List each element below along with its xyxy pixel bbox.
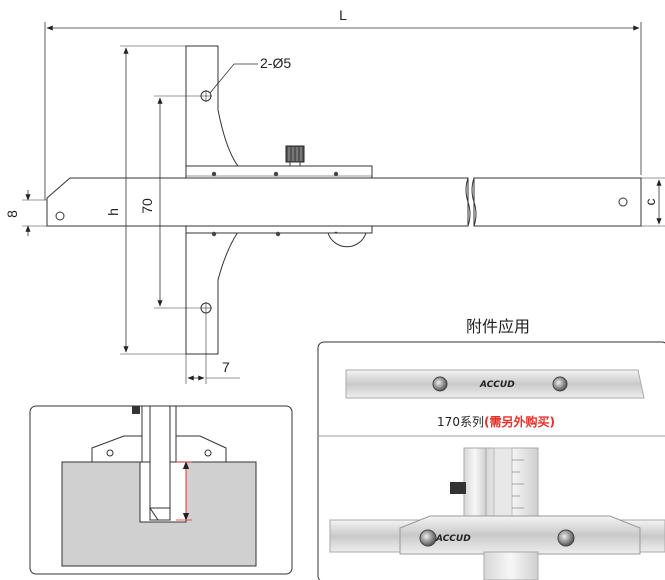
spacing-label: 70 xyxy=(139,198,155,214)
technical-drawing xyxy=(22,22,665,384)
bar-screw-right xyxy=(552,376,568,392)
application-photo: ACCUD xyxy=(329,447,665,580)
accessory-note-close: ) xyxy=(549,415,554,429)
offset-label: c xyxy=(642,199,658,206)
base-width-label: 7 xyxy=(222,359,230,375)
accessory-caption: 170系列(需另外购买) xyxy=(437,414,555,429)
accessory-note-open: ( xyxy=(484,415,489,429)
photo-thumb-screw xyxy=(450,482,466,494)
accessory-part-number: 170系列 xyxy=(437,415,484,429)
usage-illustration xyxy=(29,405,293,575)
beam-height-label: 8 xyxy=(4,210,20,218)
bar-screw-left xyxy=(432,376,448,392)
photo-logo: ACCUD xyxy=(435,534,471,544)
accessory-note: 需另外购买 xyxy=(489,414,549,429)
accessory-logo: ACCUD xyxy=(479,380,515,390)
accessory-heading: 附件应用 xyxy=(466,317,530,336)
lock-knob xyxy=(327,232,367,248)
beam-hole-left xyxy=(55,211,65,221)
gauge-head-lower xyxy=(185,231,239,355)
depth-label: h xyxy=(105,208,121,216)
length-label: L xyxy=(339,7,347,23)
accessory-bar: ACCUD xyxy=(345,369,645,399)
accessory-panel: ACCUD 170系列(需另外购买) ACCUD xyxy=(317,341,665,580)
thumb-screw-icon xyxy=(285,145,305,167)
measuring-beam xyxy=(46,177,469,227)
hole-spec-label: 2-Ø5 xyxy=(260,55,291,71)
beam-hole-right xyxy=(618,197,628,207)
